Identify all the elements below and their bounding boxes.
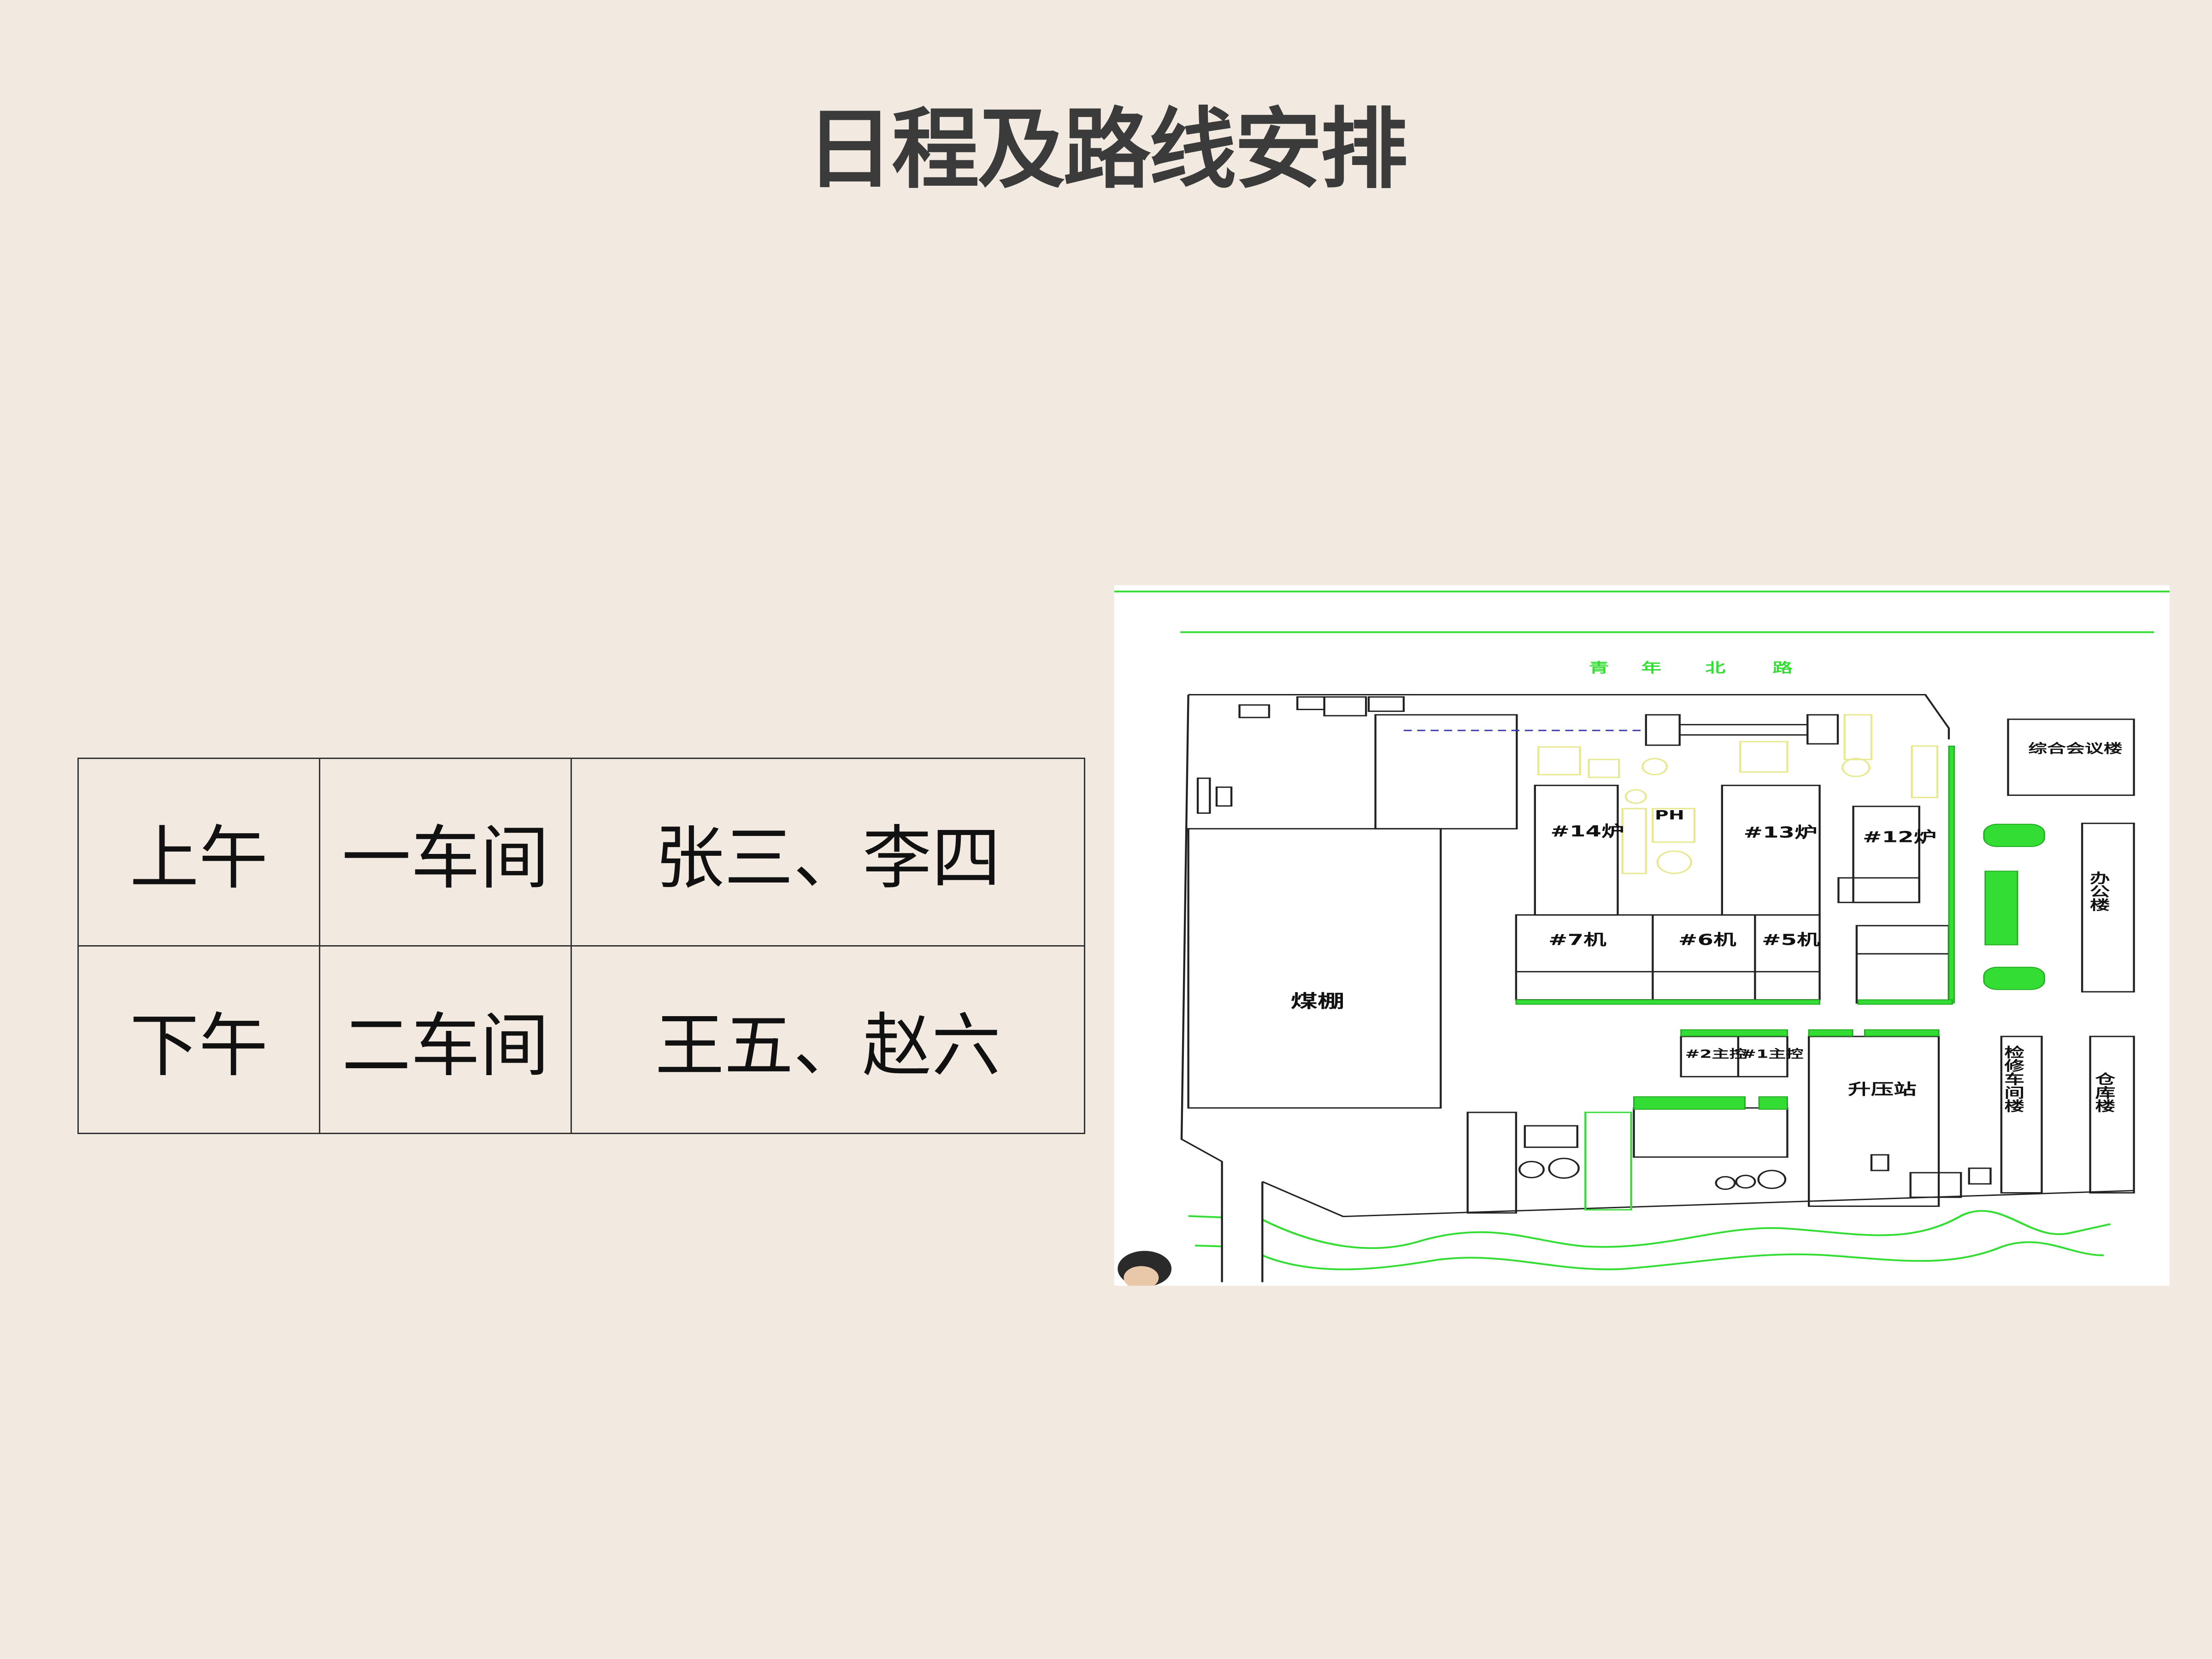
road-char: 青 [1589, 660, 1609, 676]
map-label: #12炉 [1863, 828, 1936, 846]
person-avatar [1118, 1251, 1172, 1286]
map-label: 办公楼 [2086, 871, 2110, 911]
map-label: #1主控 [1741, 1047, 1803, 1061]
map-label: #14炉 [1550, 822, 1624, 840]
road-name: 青 年 北 路 [1589, 660, 1793, 676]
table-row: 上午 一车间 张三、李四 [77, 758, 1085, 947]
workshop-cell: 一车间 [319, 758, 572, 947]
time-cell: 下午 [77, 945, 321, 1134]
people-cell: 张三、李四 [571, 758, 1085, 947]
plant-site-map: 青 年 北 路 [1114, 585, 2170, 1286]
green-belts [1515, 746, 2045, 1110]
schedule-table: 上午 一车间 张三、李四 下午 二车间 王五、赵六 [77, 758, 1085, 1134]
road-char: 年 [1641, 660, 1662, 676]
map-label: #13炉 [1744, 824, 1818, 841]
workshop-cell: 二车间 [319, 945, 572, 1134]
people-cell: 王五、赵六 [571, 945, 1085, 1134]
map-label: #7机 [1548, 931, 1606, 948]
table-row: 下午 二车间 王五、赵六 [77, 945, 1085, 1134]
time-cell: 上午 [77, 758, 321, 947]
yellow-facilities [1537, 714, 1939, 874]
map-label: 检修车间楼 [2001, 1045, 2025, 1112]
map-label: PH [1655, 808, 1684, 823]
map-label: 煤棚 [1291, 991, 1345, 1012]
site-map-drawing: 青 年 北 路 [1114, 590, 2170, 1286]
road-char: 北 [1705, 660, 1725, 676]
map-label: #6机 [1678, 931, 1736, 948]
map-label: 仓库楼 [2092, 1072, 2116, 1112]
map-labels: 煤棚 #14炉 #13炉 #12炉 #7机 #6机 #5机 #2主控 #1主控 … [1291, 741, 2123, 1112]
page-title: 日程及路线安排 [806, 99, 1408, 200]
map-label: #5机 [1762, 931, 1820, 948]
map-label: 升压站 [1848, 1081, 1917, 1098]
map-label: 综合会议楼 [2028, 741, 2123, 756]
map-label: #2主控 [1685, 1047, 1747, 1061]
green-building [1584, 1112, 1632, 1211]
road-lines [1114, 590, 2170, 1271]
road-char: 路 [1772, 660, 1793, 676]
